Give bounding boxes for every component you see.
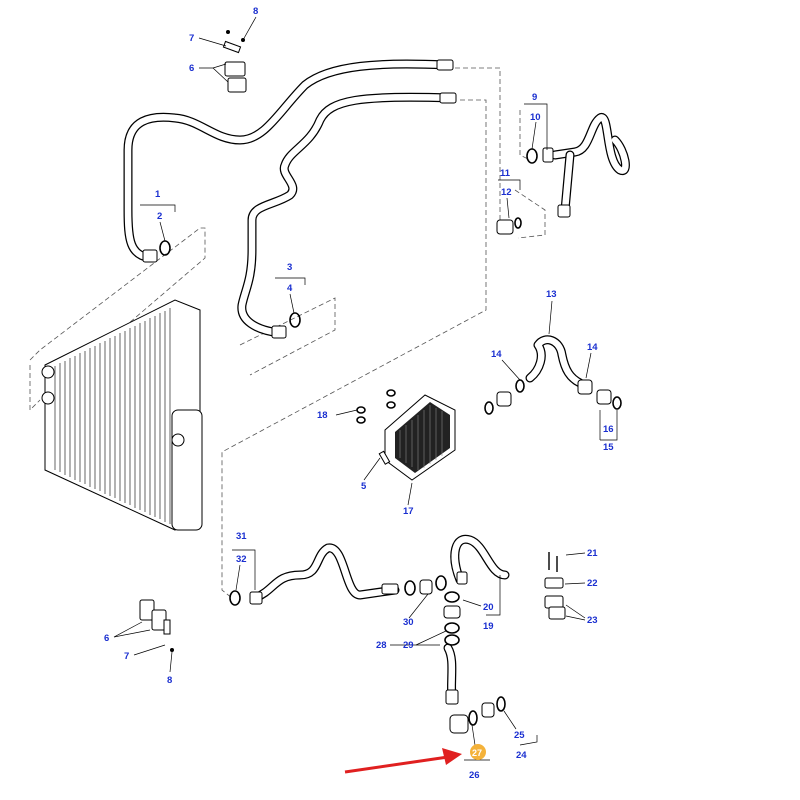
pointer-arrow (344, 748, 462, 774)
label-20[interactable]: 20 (483, 602, 494, 613)
label-11[interactable]: 11 (500, 168, 511, 179)
label-18[interactable]: 18 (317, 410, 328, 421)
label-8-bottom[interactable]: 8 (167, 675, 172, 686)
label-15[interactable]: 15 (603, 442, 614, 453)
hose-lower-31 (249, 543, 400, 605)
label-6-top[interactable]: 6 (189, 63, 194, 74)
label-7-bottom[interactable]: 7 (124, 651, 129, 662)
label-24[interactable]: 24 (516, 750, 527, 761)
hose-right-upper (550, 113, 630, 218)
label-27[interactable]: 27 (472, 748, 482, 758)
oil-cooler-17 (378, 394, 456, 481)
label-5[interactable]: 5 (361, 481, 367, 492)
label-26[interactable]: 26 (469, 770, 480, 781)
label-21[interactable]: 21 (587, 548, 598, 559)
label-9[interactable]: 9 (532, 92, 537, 103)
clip-bracket-top (222, 30, 247, 93)
label-22[interactable]: 22 (587, 578, 598, 589)
label-12[interactable]: 12 (501, 187, 512, 198)
hose-13 (525, 335, 585, 388)
label-4[interactable]: 4 (287, 283, 293, 294)
label-28[interactable]: 28 (376, 640, 387, 651)
label-7-top[interactable]: 7 (189, 33, 194, 44)
label-14-left[interactable]: 14 (491, 349, 502, 360)
label-3[interactable]: 3 (287, 262, 292, 273)
leader-lines (113, 16, 618, 761)
label-23[interactable]: 23 (587, 615, 598, 626)
assembly-guide-lines (29, 67, 546, 599)
part-labels: 8 7 6 9 10 11 12 1 2 3 4 13 14 14 18 16 … (104, 6, 614, 781)
label-17[interactable]: 17 (403, 506, 414, 517)
highlight-badge (470, 744, 486, 760)
label-25[interactable]: 25 (514, 730, 525, 741)
label-13[interactable]: 13 (546, 289, 557, 300)
label-2[interactable]: 2 (157, 211, 162, 222)
label-1[interactable]: 1 (155, 189, 161, 200)
label-6-bottom[interactable]: 6 (104, 633, 109, 644)
label-8-top[interactable]: 8 (253, 6, 258, 17)
label-31[interactable]: 31 (236, 531, 247, 542)
label-14-right[interactable]: 14 (587, 342, 598, 353)
clip-bracket-bottom (139, 599, 174, 652)
label-30[interactable]: 30 (403, 617, 414, 628)
label-19[interactable]: 19 (483, 621, 494, 632)
hose-lower-28 (443, 643, 459, 705)
label-10[interactable]: 10 (530, 112, 541, 123)
radiator-cooler (41, 299, 203, 531)
label-32[interactable]: 32 (236, 554, 247, 565)
hose-upper-2 (237, 92, 457, 339)
label-16[interactable]: 16 (603, 424, 614, 435)
hose-upper-1 (123, 59, 454, 263)
hose-lower-19 (450, 534, 510, 585)
small-fittings (159, 147, 622, 734)
label-29[interactable]: 29 (403, 640, 414, 651)
